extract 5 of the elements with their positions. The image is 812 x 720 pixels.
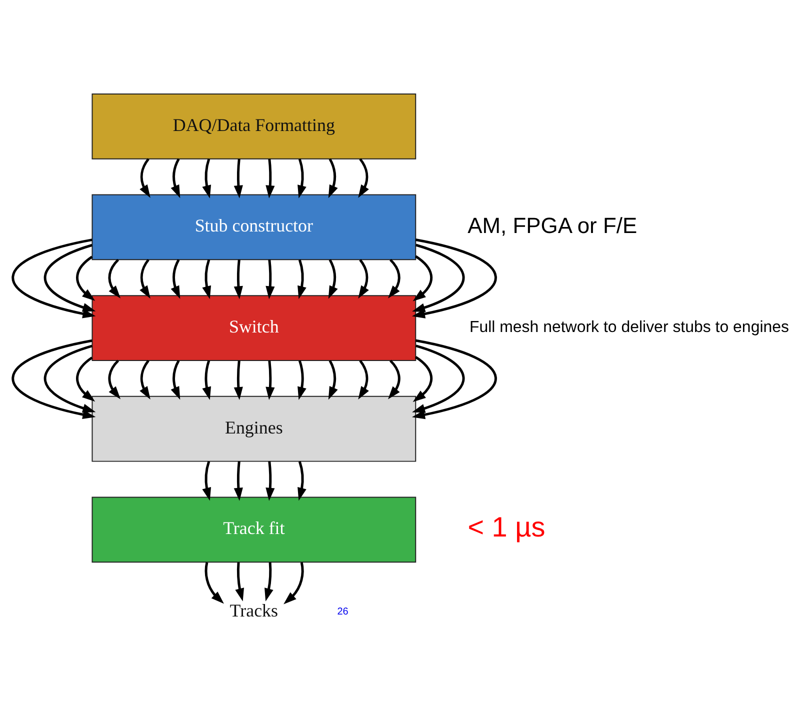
label: 26 — [337, 606, 348, 618]
node-text: Tracks — [230, 600, 278, 620]
label: < 1 µs — [468, 512, 546, 543]
label: AM, FPGA or F/E — [468, 212, 638, 238]
label: Full mesh network to deliver stubs to engines — [469, 318, 789, 336]
